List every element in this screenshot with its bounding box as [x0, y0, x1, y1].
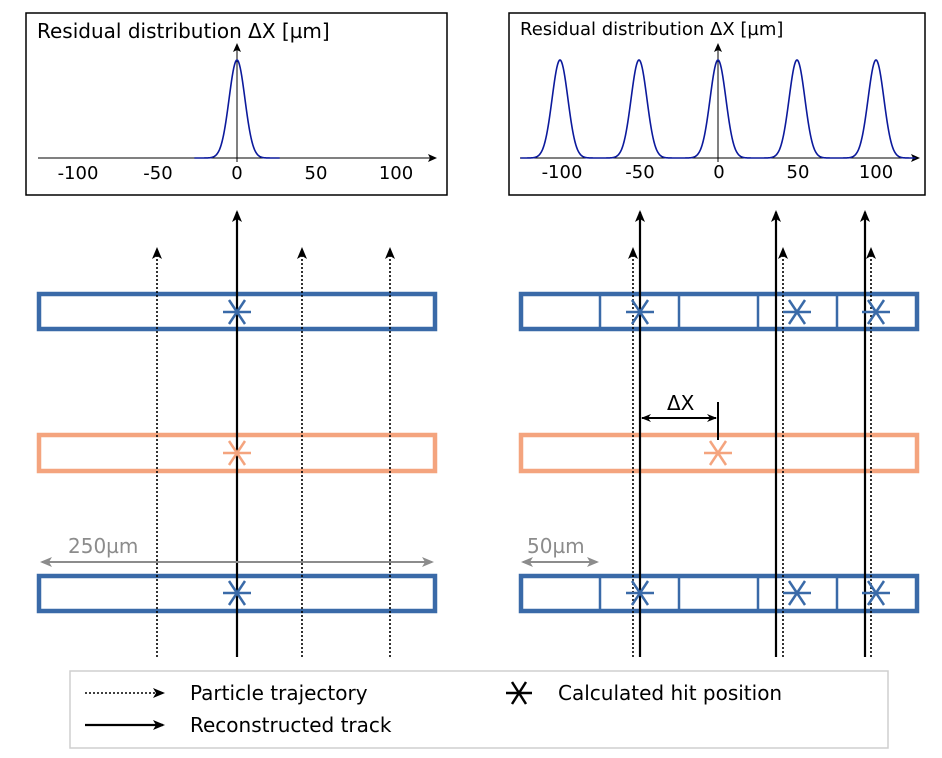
right-tick-label-minus100: -100	[542, 162, 583, 183]
left-tick-label-100: 100	[379, 163, 413, 184]
right-bottom-hit-asterisk-3	[862, 580, 890, 606]
right-dut-hit-asterisk	[704, 440, 732, 466]
left-pitch-label: 250µm	[68, 534, 138, 558]
right-tick-label-100: 100	[859, 162, 893, 183]
left-tick-label-minus50: -50	[143, 163, 172, 184]
right-detector-setup: ΔX 50µm	[518, 210, 920, 657]
right-top-hit-asterisk-3	[862, 299, 890, 325]
right-top-detector-plane	[518, 291, 920, 332]
legend-asterisk-icon	[506, 681, 532, 705]
left-plot-frame	[25, 12, 448, 196]
residual-label: ΔX	[667, 391, 695, 415]
right-plot-frame	[508, 12, 926, 196]
right-tick-label-minus50: -50	[625, 162, 654, 183]
right-top-hit-asterisk-2	[783, 299, 811, 325]
left-residual-plot: Residual distribution ΔX [µm] -100 -50 0…	[25, 12, 448, 196]
left-top-hit-asterisk	[223, 299, 251, 325]
legend-frame	[69, 670, 889, 749]
right-bottom-detector-plane	[518, 573, 920, 614]
left-tick-label-minus100: -100	[58, 163, 99, 184]
left-tick-label-0: 0	[231, 163, 242, 184]
legend-reconstructed-track-label: Reconstructed track	[190, 713, 392, 737]
legend-calculated-hit-label: Calculated hit position	[558, 681, 782, 705]
left-tick-label-50: 50	[305, 163, 328, 184]
left-residual-curve	[194, 59, 280, 159]
right-bottom-hit-asterisk-2	[783, 580, 811, 606]
right-top-hit-asterisk-1	[626, 299, 654, 325]
left-plot-title: Residual distribution ΔX [µm]	[37, 19, 330, 43]
left-detector-setup: 250µm	[36, 210, 438, 657]
left-dut-hit-asterisk	[223, 440, 251, 466]
right-plot-title: Residual distribution ΔX [µm]	[520, 19, 783, 40]
right-residual-curve	[520, 59, 916, 159]
right-residual-plot: Residual distribution ΔX [µm] -100 -50 0…	[508, 12, 926, 196]
right-tick-label-50: 50	[787, 162, 810, 183]
right-bottom-hit-asterisk-1	[626, 580, 654, 606]
left-bottom-hit-asterisk	[223, 580, 251, 606]
right-tick-label-0: 0	[713, 162, 724, 183]
legend: Particle trajectory Reconstructed track …	[69, 670, 889, 749]
legend-particle-trajectory-label: Particle trajectory	[190, 681, 368, 705]
right-pitch-label: 50µm	[527, 534, 585, 558]
